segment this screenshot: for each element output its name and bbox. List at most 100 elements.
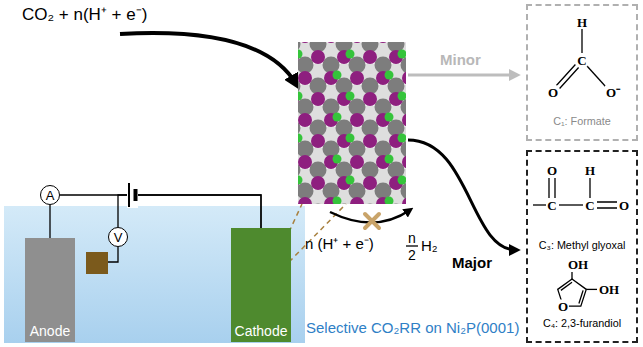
p-atom: [350, 155, 364, 169]
ammeter: A: [40, 185, 60, 205]
product-name: C₄: 2,3-furandiol: [528, 316, 636, 330]
ni-atom: [362, 120, 379, 137]
p-atom: [311, 50, 325, 64]
ni-atom: [362, 78, 379, 95]
p-atom: [363, 50, 377, 64]
reactant-equation: CO₂ + n(H⁺ + e⁻): [22, 6, 147, 25]
p-atom: [298, 42, 312, 43]
p-atom: [376, 42, 390, 43]
electrolyte: [4, 206, 305, 343]
ni-atom: [362, 162, 379, 179]
adsorbate-atom: [385, 197, 394, 205]
reference-wire: [108, 247, 118, 262]
bond: [561, 282, 572, 290]
zoom-line: [289, 204, 346, 262]
p-atom: [324, 42, 338, 43]
atom-label: O: [547, 86, 559, 99]
bond: [587, 66, 606, 87]
adsorbate-atom: [298, 92, 303, 101]
fraction-numerator: n: [408, 231, 416, 245]
p-atom: [350, 113, 364, 127]
bond: [589, 178, 590, 198]
p-atom: [350, 197, 364, 204]
meter-symbol: A: [46, 188, 55, 203]
atom-label: C: [584, 199, 595, 212]
p-atom: [298, 113, 312, 127]
fraction-bar: [406, 245, 418, 246]
proton-electron-label: n (H⁺ + e⁻): [305, 236, 374, 253]
bond: [586, 289, 597, 290]
bond: [556, 65, 578, 89]
adsorbate-atom: [398, 92, 407, 101]
ni-atom: [349, 57, 366, 74]
circuit-wire: [49, 205, 50, 238]
atom-label: OH: [567, 258, 589, 271]
p-atom: [363, 92, 377, 106]
atom-label: H: [584, 164, 596, 177]
adsorbate-atom: [385, 113, 394, 122]
atom-label: O: [618, 199, 630, 212]
ni-atom: [298, 141, 314, 158]
reference-electrode: [86, 252, 108, 274]
ni-atom: [310, 162, 327, 179]
major-label: Major: [452, 255, 492, 272]
meter-symbol: V: [114, 230, 123, 245]
bond: [549, 178, 555, 198]
p-atom: [402, 71, 406, 85]
formate-bonds: [556, 29, 606, 89]
ni-atom: [362, 204, 379, 205]
adsorbate-atom: [346, 134, 355, 143]
p-atom: [298, 155, 312, 169]
ni-atom: [310, 78, 327, 95]
ni-atom: [298, 57, 314, 74]
adsorbate-atom: [398, 176, 407, 185]
p-atom: [402, 155, 406, 169]
cathode-electrode: Cathode: [231, 228, 292, 342]
hydrogen-label: H₂: [421, 238, 438, 255]
adsorbate-atom: [298, 134, 303, 143]
p-atom: [298, 197, 312, 204]
reactant-arrow: [120, 33, 296, 84]
battery-plate: [128, 183, 130, 207]
atom-label: O: [546, 164, 558, 177]
bond: [579, 290, 583, 303]
atom-label: C: [546, 199, 557, 212]
p-atom: [350, 71, 364, 85]
bond: [559, 204, 583, 205]
fraction-denominator: 2: [408, 248, 416, 262]
adsorbate-atom: [346, 50, 355, 59]
atom-label: O⁻: [605, 86, 621, 99]
adsorbate-atom: [398, 134, 407, 143]
p-atom: [311, 176, 325, 190]
circuit-wire: [60, 195, 261, 228]
adsorbate-atom: [333, 197, 342, 205]
product-name: C₁: Formate: [528, 114, 636, 128]
bond: [597, 202, 617, 208]
p-atom: [311, 134, 325, 148]
p-atom: [363, 176, 377, 190]
electrode-label: Anode: [30, 323, 70, 339]
adsorbate-atom: [346, 92, 355, 101]
atom-label: C: [576, 54, 587, 67]
atom-label: O: [557, 300, 569, 313]
adsorbate-atom: [346, 176, 355, 185]
ni-atom: [298, 183, 314, 200]
battery-gap: [127, 182, 138, 208]
adsorbate-atom: [298, 176, 303, 185]
adsorbate-atom: [333, 113, 342, 122]
atom-label: H: [576, 16, 588, 29]
ni-atom: [310, 204, 327, 205]
adsorbate-atom: [385, 71, 394, 80]
p-atom: [350, 42, 364, 43]
p-atom: [402, 42, 406, 43]
adsorbate-atom: [398, 50, 407, 59]
ni-atom: [298, 99, 314, 116]
bond: [571, 272, 572, 279]
minor-label: Minor: [440, 52, 481, 69]
caption: Selective CO₂RR on Ni₂P(0001): [306, 320, 519, 337]
ni-atom: [349, 141, 366, 158]
p-atom: [298, 71, 312, 85]
minor-arrow: [408, 74, 516, 77]
surface-ground: [298, 42, 406, 204]
